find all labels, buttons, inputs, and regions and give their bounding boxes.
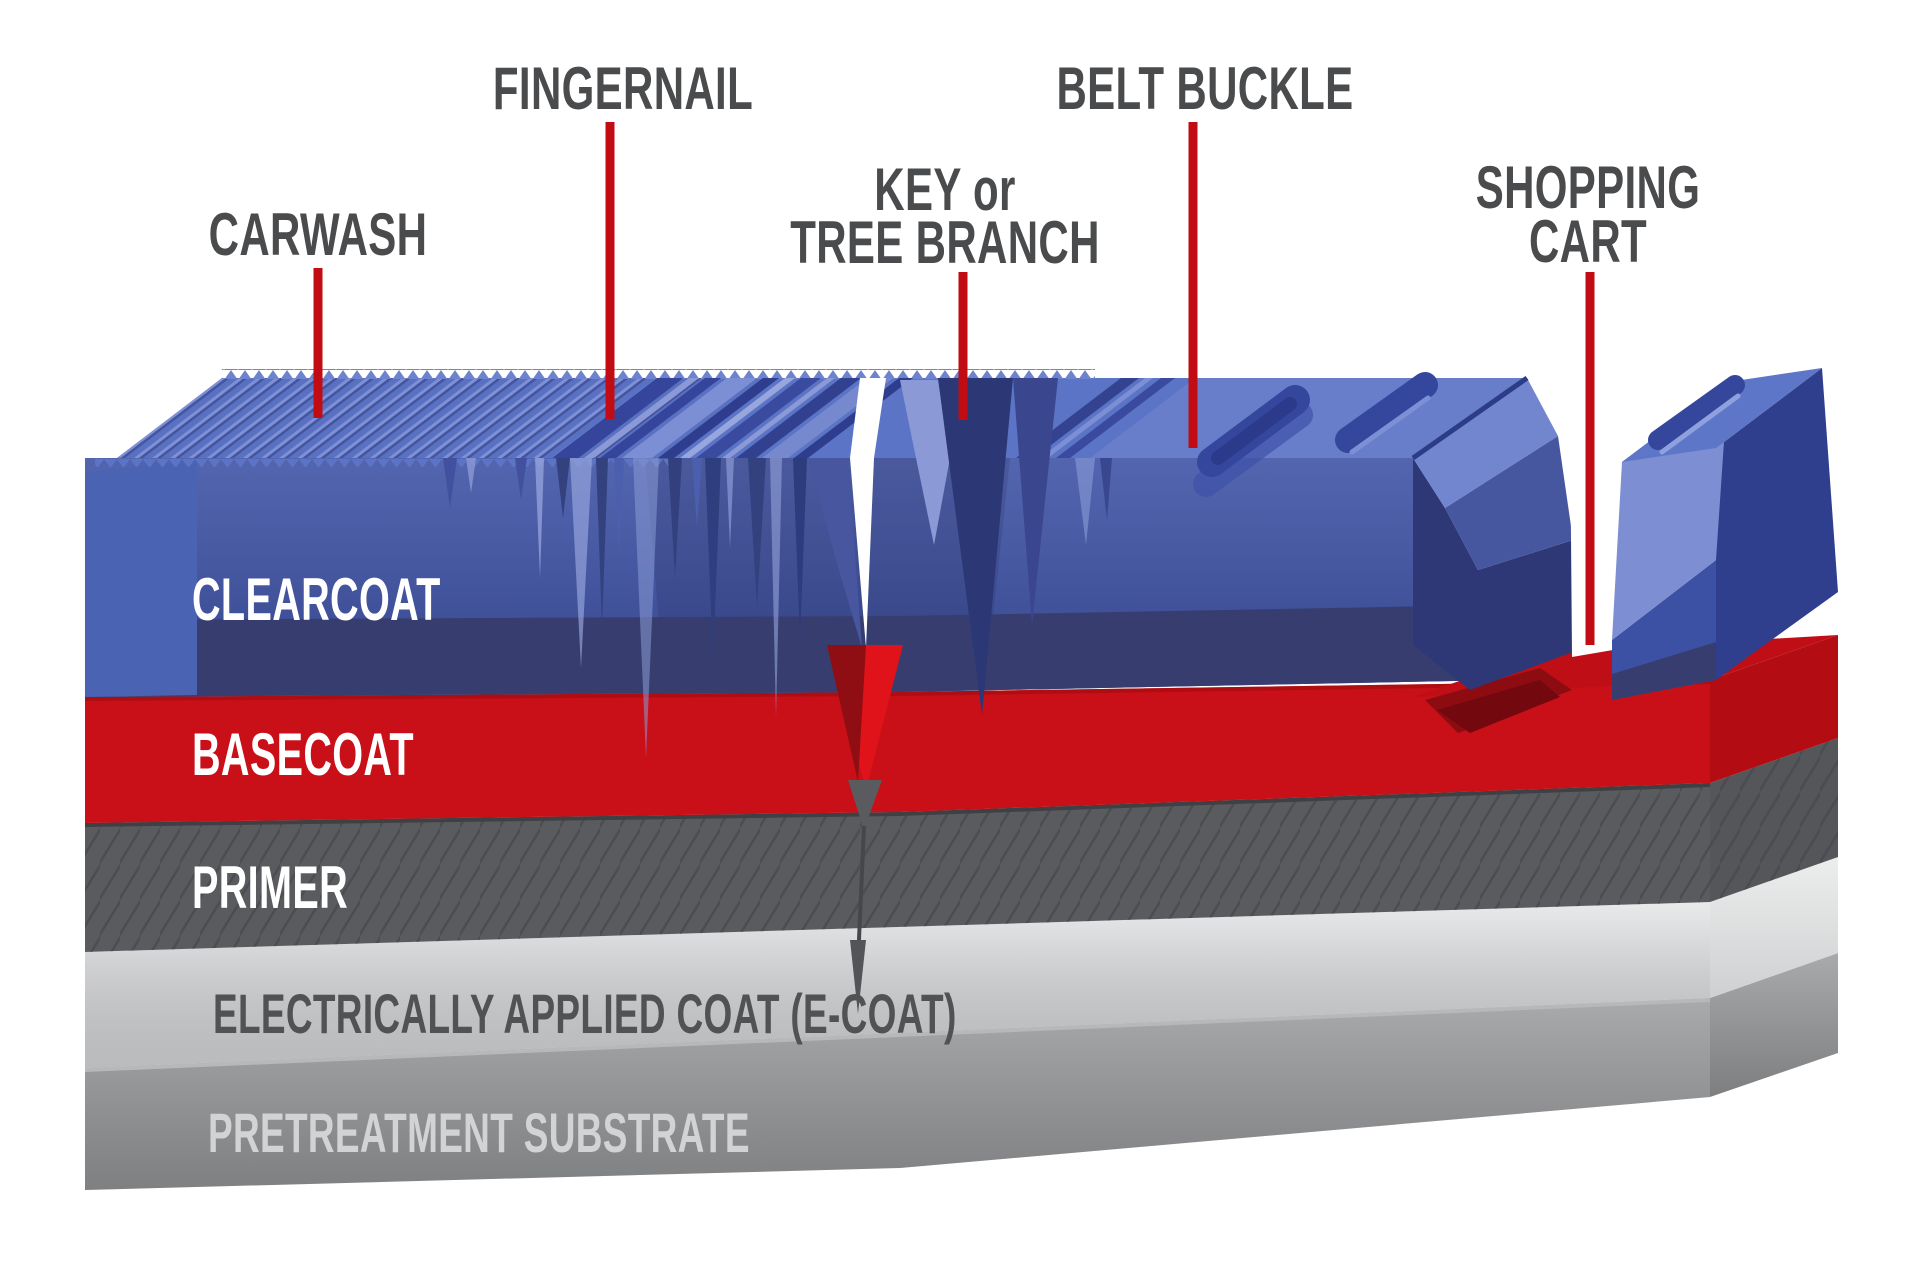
crack-left-wall	[808, 458, 862, 648]
label-basecoat: BASECOAT	[192, 721, 414, 788]
primer-top-edge	[85, 783, 1710, 827]
belt-gouge-2-highlight	[1349, 395, 1431, 455]
crack-pale-wall	[900, 380, 950, 458]
pointer-lines	[313, 122, 1595, 645]
basecoat-top-edge	[85, 680, 1710, 701]
basecoat-side-face	[1710, 635, 1838, 783]
label-shopping-line1: SHOPPING	[1475, 154, 1701, 221]
label-carwash: CARWASH	[208, 201, 428, 268]
fingernail-scratches	[552, 378, 1175, 458]
crack-dark-wall-2	[1013, 378, 1058, 625]
label-key-line1: KEY or	[874, 156, 1016, 223]
key-tree-branch-scratch	[808, 378, 1058, 1014]
gouge-left-wall-dark	[1413, 458, 1573, 690]
gouge-floor-trench-deep	[1437, 680, 1560, 733]
crack-gap-front	[850, 458, 874, 648]
chunk-gouge-highlight	[1659, 393, 1741, 455]
primer-hatch	[85, 783, 1710, 952]
belt-gouge-inner	[1211, 397, 1297, 465]
primer-side-hatch	[1710, 738, 1838, 902]
broken-chunk	[1612, 368, 1838, 700]
substrate-side-face	[1710, 953, 1838, 1097]
gouge-left-wall-mid	[1445, 436, 1573, 570]
fingernail-front-spikes	[443, 458, 1112, 758]
primer-layer	[85, 738, 1838, 952]
crack-primer-spike	[850, 940, 866, 1014]
label-ecoat: ELECTRICALLY APPLIED COAT (E-COAT)	[213, 982, 957, 1045]
crack-pale-wall-taper	[916, 458, 950, 545]
belt-gouge-2	[1335, 372, 1438, 453]
back-edge-serration	[222, 369, 1095, 379]
crack-primer-tip	[848, 780, 882, 830]
label-fingernail: FINGERNAIL	[492, 55, 754, 122]
chunk-right-side	[1716, 368, 1838, 680]
label-pretreatment-substrate: PRETREATMENT SUBSTRATE	[208, 1101, 750, 1164]
ecoat-side-face	[1710, 857, 1838, 998]
label-key-line2: TREE BRANCH	[790, 209, 1100, 276]
crack-gap-top	[850, 378, 886, 458]
shopping-cart-gouge	[1411, 368, 1838, 733]
chunk-gouge	[1648, 375, 1745, 450]
ecoat-layer	[85, 857, 1838, 1068]
substrate-shading	[85, 998, 1710, 1190]
label-clearcoat: CLEARCOAT	[192, 566, 441, 633]
basecoat-layer	[85, 635, 1838, 823]
gouge-rim-edge	[1411, 375, 1529, 461]
front-edge-serration	[95, 458, 672, 467]
basecoat-front-face	[85, 680, 1710, 823]
label-belt-buckle: BELT BUCKLE	[1056, 55, 1354, 122]
chunk-navy-band	[1612, 642, 1716, 700]
clearcoat-layer	[85, 458, 1505, 697]
substrate-layer	[85, 953, 1838, 1190]
crack-basecoat-shadow	[827, 645, 866, 782]
clearcoat-left-face	[85, 458, 197, 697]
substrate-top-highlight	[85, 998, 1710, 1072]
gouge-left-wall-bevel	[1413, 378, 1558, 508]
clearcoat-navy-band	[85, 605, 1505, 697]
crack-hairline	[856, 825, 866, 963]
ecoat-shading	[85, 902, 1710, 1068]
label-shopping-line2: CART	[1528, 208, 1648, 275]
crack-dark-wall	[938, 378, 1013, 715]
label-primer: PRIMER	[192, 854, 348, 921]
belt-buckle-scratch	[1193, 372, 1438, 497]
